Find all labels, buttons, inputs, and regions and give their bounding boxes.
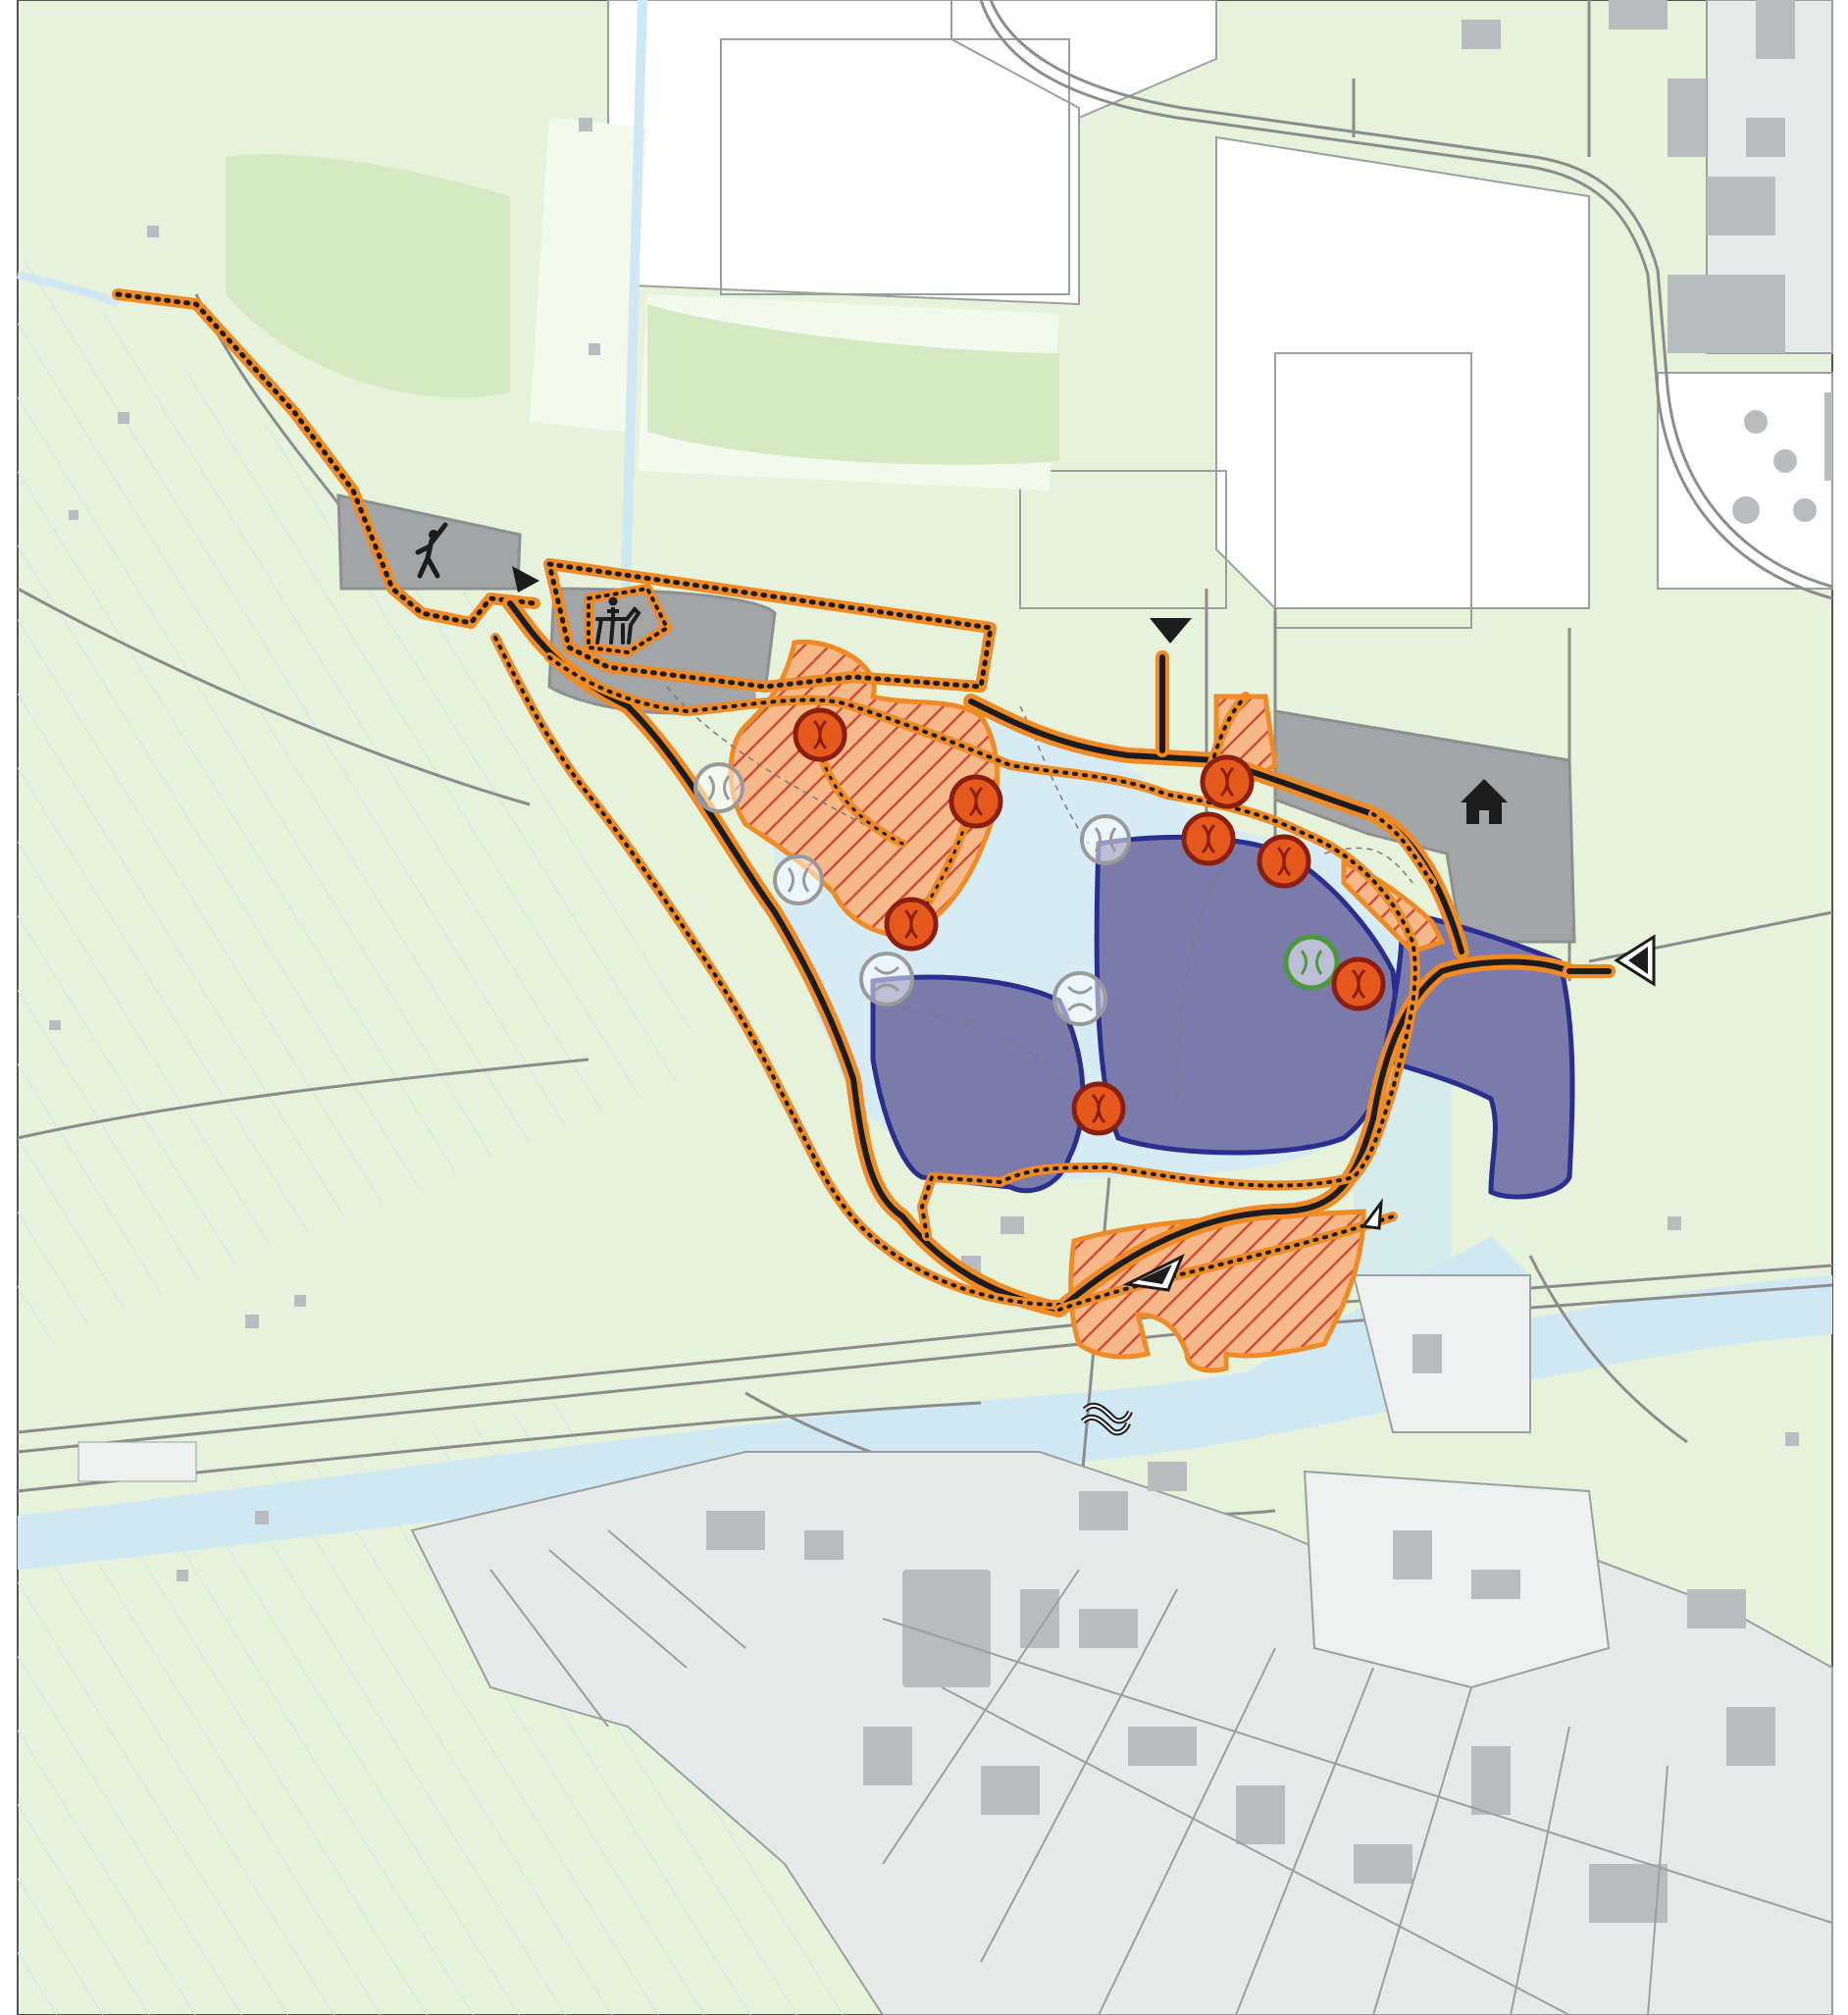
entrance-arrows[interactable] bbox=[512, 566, 1656, 1292]
house-icon bbox=[1461, 779, 1508, 824]
playground-marker-icon bbox=[793, 707, 847, 762]
route-outer-west-dots bbox=[493, 636, 1061, 1307]
golf-terrain bbox=[226, 154, 1059, 465]
entrance-arrow-outline-icon bbox=[1122, 1253, 1185, 1292]
lake-west bbox=[870, 974, 1086, 1194]
bridge-icon bbox=[1052, 971, 1107, 1026]
entrance-arrow-outline-icon bbox=[1360, 1197, 1383, 1230]
route-northwest-dots bbox=[115, 291, 538, 626]
bridge-icon bbox=[1080, 814, 1131, 865]
route-inner-park-dots bbox=[547, 655, 1417, 1238]
golf-icon bbox=[415, 522, 448, 579]
playground-marker-icon bbox=[1200, 754, 1255, 809]
playground-marker-icon bbox=[949, 774, 1003, 829]
playground-marker-icon bbox=[1071, 1081, 1126, 1136]
bridge-icon bbox=[693, 762, 744, 813]
industrial-buildings bbox=[1462, 0, 1832, 524]
route-riding-loop bbox=[543, 558, 997, 693]
bridges[interactable] bbox=[693, 762, 1131, 1026]
scattered-buildings bbox=[49, 118, 1799, 1581]
polder-ditches-south bbox=[18, 1393, 883, 2015]
railway-crossing-icon bbox=[1080, 1402, 1133, 1436]
bridge-icon-green[interactable] bbox=[1283, 934, 1340, 991]
urban-area bbox=[410, 1274, 1833, 2015]
house-facility-area bbox=[1273, 709, 1576, 944]
playground-marker-icon bbox=[1181, 811, 1236, 866]
playground-markers[interactable] bbox=[793, 707, 1386, 1136]
horse-riding-icon bbox=[595, 596, 642, 645]
entrance-arrow-icon bbox=[1150, 618, 1192, 644]
entrance-arrow-outline-icon bbox=[1614, 934, 1656, 987]
playground-marker-icon bbox=[1257, 834, 1311, 889]
polder-ditches-west bbox=[18, 255, 706, 1354]
entrance-arrow-icon bbox=[512, 566, 539, 593]
bridge-icon bbox=[859, 952, 914, 1007]
playground-marker-icon bbox=[884, 897, 939, 952]
route-riding-inner-dots bbox=[587, 587, 669, 654]
fields-north bbox=[607, 0, 1833, 629]
playground-marker-icon bbox=[1331, 956, 1386, 1011]
bridge-icon bbox=[773, 854, 824, 905]
